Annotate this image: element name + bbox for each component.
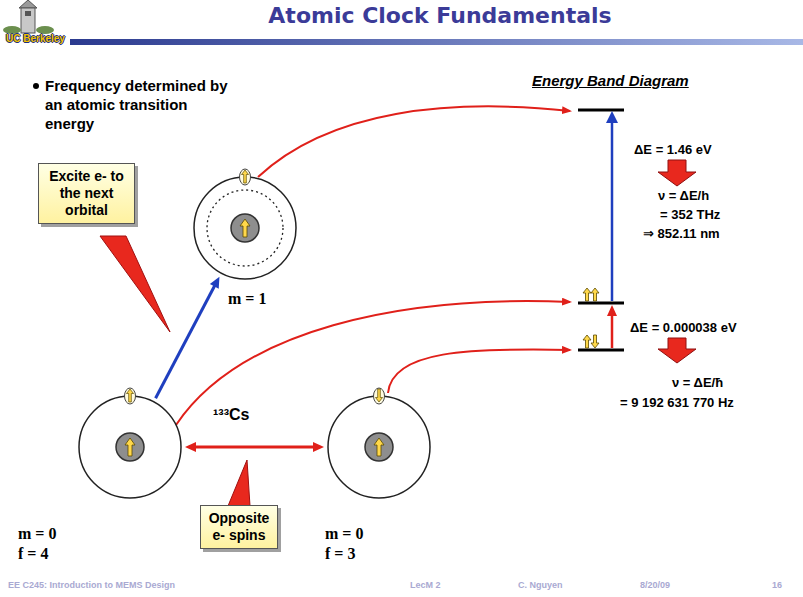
arrowhead — [607, 305, 617, 316]
connector-line — [156, 286, 215, 399]
quantum-number: f = 3 — [325, 545, 355, 563]
electron-spin-arrow — [242, 170, 249, 183]
footer-text: C. Nguyen — [518, 580, 563, 591]
atom-node: m = 0f = 4 — [78, 395, 182, 499]
quantum-number: m = 0 — [325, 525, 363, 543]
frequency-value: = 9 192 631 770 Hz — [620, 395, 734, 411]
atom-drawing — [193, 176, 297, 280]
energy-level — [578, 109, 624, 112]
slide-title: Atomic Clock Fundamentals — [80, 3, 800, 29]
footer-text: EE C245: Introduction to MEMS Design — [8, 580, 175, 591]
callout-box: Opposite e- spins — [200, 505, 278, 549]
arrowhead — [185, 442, 196, 452]
connector-arrow — [156, 277, 220, 399]
footer-text: LecM 2 — [410, 580, 441, 591]
section-heading: Energy Band Diagram — [532, 72, 689, 90]
spin-arrow — [591, 288, 599, 301]
spin-arrow — [583, 288, 591, 301]
quantum-number: m = 1 — [228, 290, 266, 308]
atom-drawing — [78, 395, 182, 499]
callout-text: Opposite e- spins — [204, 510, 274, 544]
nucleus — [365, 433, 393, 461]
tower-roof — [19, 0, 37, 8]
connector-line — [195, 446, 314, 449]
frequency-value: = 352 THz — [660, 207, 720, 223]
block-arrow — [658, 338, 696, 363]
transition-arrow — [611, 122, 614, 301]
atom-node: m = 0f = 3 — [327, 395, 431, 499]
quantum-number: f = 4 — [18, 545, 48, 563]
electron — [374, 388, 385, 404]
callout-tail — [100, 236, 170, 332]
tree — [36, 26, 54, 34]
tower-body — [21, 8, 35, 33]
electron-spin-arrow — [376, 389, 383, 402]
spin-arrow — [591, 335, 599, 348]
connector-arrow — [185, 442, 324, 452]
energy-value: ΔE = 0.000038 eV — [630, 320, 737, 336]
inner-orbit — [207, 190, 283, 266]
energy-value: ΔE = 1.46 eV — [634, 142, 712, 158]
bullet-text: Frequency determined by an atomic transi… — [45, 76, 235, 133]
energy-level — [578, 302, 624, 305]
orbit-circle — [79, 396, 181, 498]
logo-text: UC Berkeley — [6, 33, 65, 45]
callout-text: Excite e- to the next orbital — [42, 168, 131, 219]
nucleus — [231, 214, 259, 242]
arrowhead — [313, 442, 324, 452]
energy-level — [578, 349, 624, 352]
tree — [3, 26, 21, 34]
footer-text: 8/20/09 — [640, 580, 670, 591]
nucleus — [116, 433, 144, 461]
arrowhead — [210, 277, 220, 289]
callout-box: Excite e- to the next orbital — [38, 163, 135, 224]
spin-arrow — [583, 335, 591, 348]
formula: ν = ΔE/ħ — [672, 375, 723, 391]
electron-spin-arrow — [127, 389, 134, 402]
electron — [240, 169, 251, 185]
nuclear-spin-arrow — [240, 219, 250, 237]
electron — [125, 388, 136, 404]
orbit-circle — [194, 177, 296, 279]
formula: ν = ΔE/h — [658, 188, 709, 204]
nuclear-spin-arrow — [125, 438, 135, 456]
tower-window — [25, 11, 31, 16]
transition-arrow — [611, 316, 614, 348]
nuclear-spin-arrow — [374, 438, 384, 456]
atom-drawing — [327, 395, 431, 499]
transition-curve — [388, 349, 570, 393]
quantum-number: m = 0 — [18, 525, 56, 543]
bullet-dot — [33, 83, 39, 89]
block-arrow — [658, 160, 696, 186]
header-band — [70, 39, 803, 45]
arrowhead — [606, 111, 618, 123]
page-number: 16 — [772, 580, 782, 591]
orbit-circle — [328, 396, 430, 498]
callout-tail — [228, 460, 250, 506]
isotope-label: ¹³³Cs — [213, 405, 249, 424]
wavelength-value: ⇒ 852.11 nm — [643, 226, 720, 242]
transition-curve — [258, 106, 570, 177]
atom-node: m = 1 — [193, 176, 297, 280]
